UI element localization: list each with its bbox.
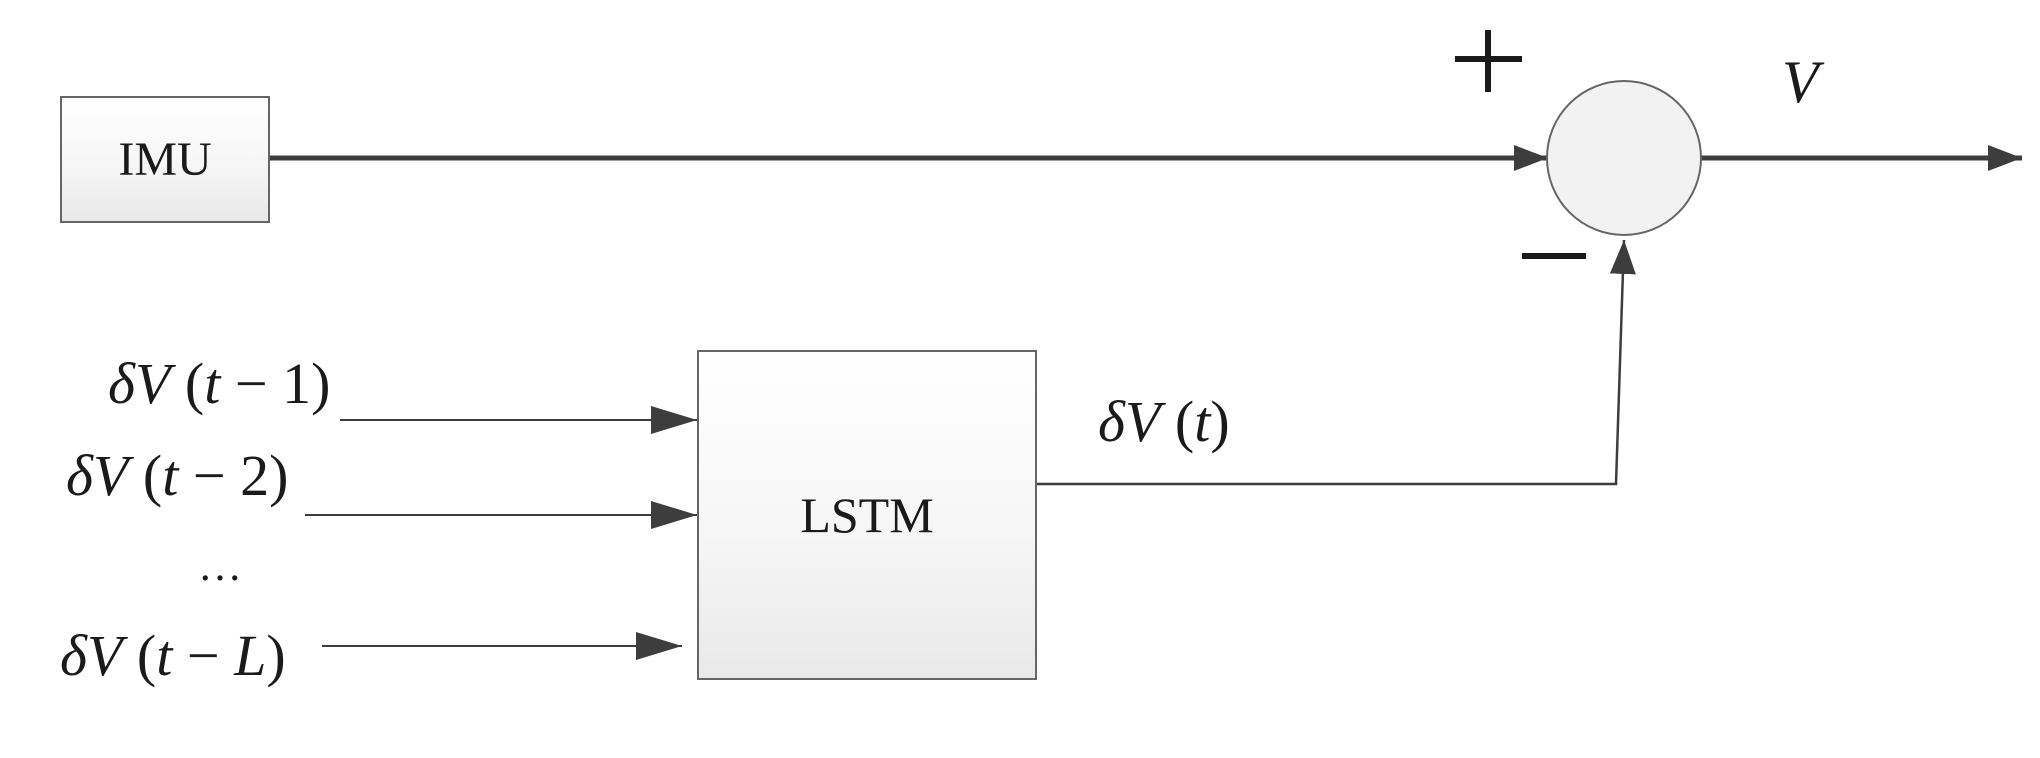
lstm-to-sum-arrow [1037,239,1636,486]
input-label-lag-L: δV (t − L) [60,622,286,689]
lstm-block: LSTM [697,350,1037,680]
summing-junction [1546,80,1702,236]
imu-label: IMU [118,133,212,186]
input-open: ( [170,351,205,416]
input-op: − [178,443,241,508]
lstm-output-label: δV (t) [1098,388,1230,455]
input-delta: δ [66,443,93,508]
input-op: − [220,351,283,416]
input-delta: δ [108,351,135,416]
input-close: ) [266,623,286,688]
input-open: ( [122,623,157,688]
input-var: V [92,443,129,508]
input-close: ) [311,351,331,416]
input-close: ) [269,443,289,508]
input-delta: δ [60,623,87,688]
input-var: V [86,623,123,688]
input-label-lag-2: δV (t − 2) [66,442,288,509]
input-lag: 2 [240,443,270,508]
input-ellipsis: … [198,541,242,590]
input-lag: 1 [282,351,312,416]
lstm-output-delta: δ [1098,389,1125,454]
input-t: t [156,623,173,688]
input-lag: L [234,623,267,688]
imu-block: IMU [60,96,270,223]
lstm-output-open: ( [1160,389,1195,454]
lstm-output-close: ) [1210,389,1230,454]
input-open: ( [128,443,163,508]
input-label-lag-1: δV (t − 1) [108,350,330,417]
input-t: t [162,443,179,508]
input-var: V [134,351,171,416]
lstm-label: LSTM [800,487,934,543]
lstm-output-t: t [1194,389,1211,454]
output-velocity-label: V [1782,49,1819,115]
input-op: − [172,623,235,688]
input-t: t [204,351,221,416]
lstm-output-var: V [1124,389,1161,454]
